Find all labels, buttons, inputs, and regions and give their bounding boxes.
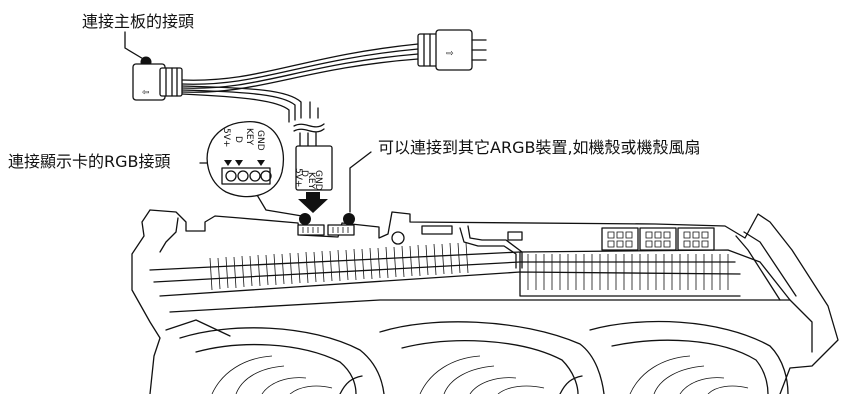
plug-pin-gnd: GND bbox=[313, 170, 323, 191]
argb-splitter-cable bbox=[181, 43, 419, 147]
gpu-rgb-connector-label: 連接顯示卡的RGB接頭 bbox=[8, 152, 171, 171]
argb-device-connector: ⇨ bbox=[417, 29, 487, 71]
pin-arrow-icon bbox=[257, 160, 265, 166]
pin-arrow-icon bbox=[224, 160, 232, 166]
gpu-rgb-connector-marker bbox=[299, 213, 311, 225]
pin-label-key: KEY bbox=[244, 128, 254, 146]
gpu-side-plug: GND KEY D 5V+ bbox=[293, 145, 333, 213]
argb-device-marker bbox=[343, 213, 355, 225]
plug-pin-5v: 5V+ bbox=[293, 168, 303, 187]
motherboard-connector: ⇦ bbox=[132, 63, 183, 101]
pin-detail-bubble: GND KEY D 5V+ bbox=[206, 121, 284, 198]
plug-pin-d: D bbox=[299, 170, 309, 177]
pin-label-gnd: GND bbox=[255, 130, 265, 151]
argb-device-label: 可以連接到其它ARGB裝置,如機殼或機殼風扇 bbox=[378, 138, 701, 157]
pin-arrow-icon bbox=[235, 160, 243, 166]
plug-pin-key: KEY bbox=[306, 172, 316, 190]
pin-label-d: D bbox=[233, 136, 243, 143]
motherboard-connector-label: 連接主板的接頭 bbox=[82, 12, 194, 31]
graphics-card bbox=[131, 209, 839, 394]
pin-label-5v: 5V+ bbox=[221, 128, 231, 147]
insert-arrow-icon bbox=[298, 192, 328, 213]
left-arrow-icon: ⇦ bbox=[142, 88, 150, 98]
right-arrow-icon: ⇨ bbox=[446, 49, 454, 59]
